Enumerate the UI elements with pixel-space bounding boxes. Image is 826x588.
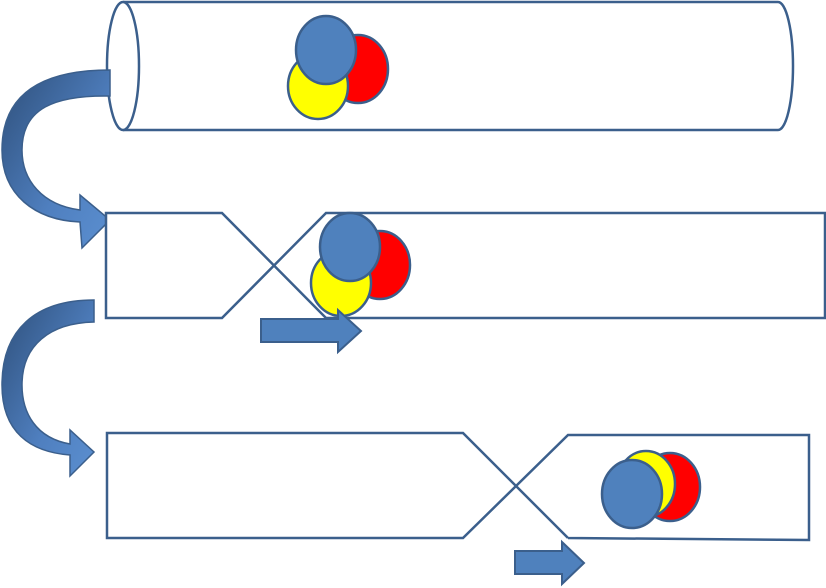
ball-cluster-3 <box>600 449 702 530</box>
ball-cluster-1 <box>286 14 390 121</box>
blue-ball <box>318 211 382 283</box>
cylinder-body <box>123 0 795 132</box>
blue-ball <box>600 458 664 530</box>
curved-arrow-icon <box>1 299 96 478</box>
right-arrow-icon <box>260 307 363 355</box>
band-outline <box>105 431 811 542</box>
ball-cluster-2 <box>309 211 412 318</box>
stage-3-twisted-band <box>105 431 811 587</box>
right-arrow-icon <box>514 539 586 587</box>
cylinder-end-cap <box>105 0 141 132</box>
blue-ball <box>294 14 358 86</box>
band-left-segment <box>104 211 826 320</box>
curved-arrow-icon <box>1 69 112 250</box>
stage-2-twisted-band <box>104 211 826 355</box>
stage-1-cylinder <box>105 0 795 132</box>
